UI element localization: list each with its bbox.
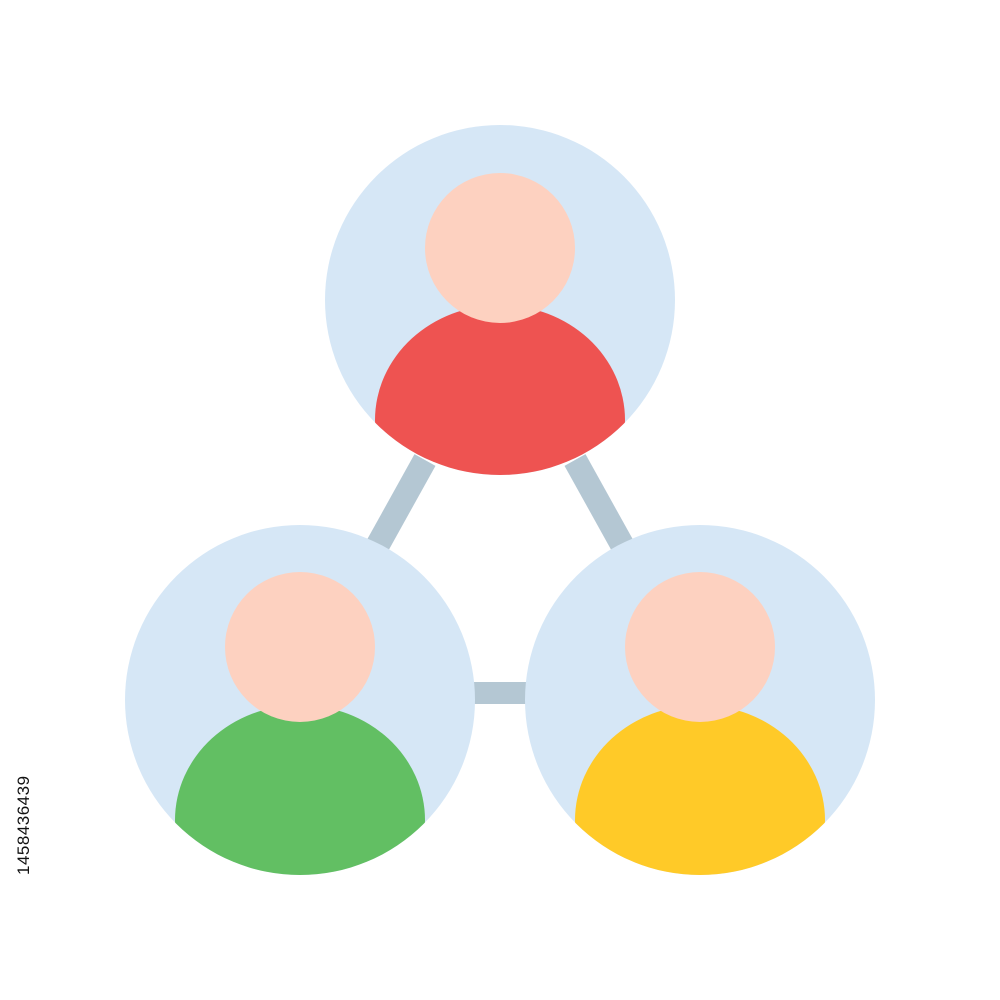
connector-top-right [564,454,636,556]
user-avatar-top [325,125,675,475]
connector-top-left [364,454,436,556]
user-body-green [175,705,425,875]
user-body-red [375,305,625,475]
user-head [425,173,575,323]
user-avatar-right [525,525,875,875]
connector-lines [364,454,636,704]
user-head [225,572,375,722]
user-avatar-left [125,525,475,875]
user-head [625,572,775,722]
stock-id-text: 1458436439 [14,775,33,875]
user-body-yellow [575,705,825,875]
